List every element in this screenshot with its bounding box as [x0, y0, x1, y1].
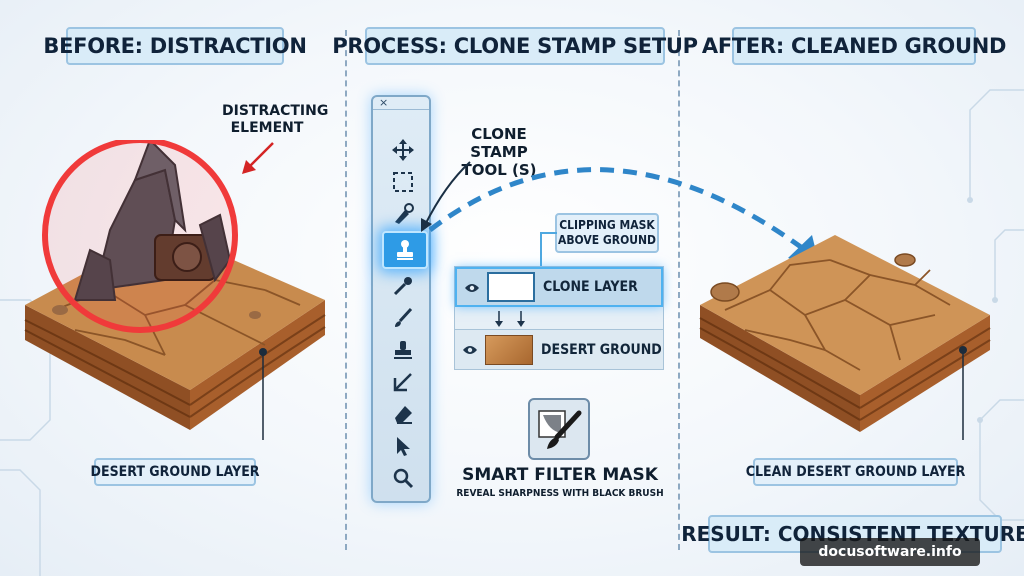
ground-layer-thumbnail: [485, 334, 533, 365]
after-ground-illustration: [699, 235, 991, 440]
zoom-tool-icon[interactable]: [388, 463, 418, 493]
pointer-tool-icon[interactable]: [388, 431, 418, 461]
layer-name: DESERT GROUND: [541, 341, 662, 358]
stamp-tool-icon[interactable]: [388, 335, 418, 365]
layer-row-clone[interactable]: CLONE LAYER: [455, 267, 663, 307]
clean-desert-ground-layer-label: CLEAN DESERT GROUND LAYER: [746, 458, 965, 486]
annotation-line-1: DISTRACTING: [222, 103, 329, 119]
tool-panel-grip[interactable]: [373, 97, 429, 110]
clone-stamp-tool-icon[interactable]: [382, 231, 428, 269]
clone-layer-thumbnail: [487, 272, 535, 302]
watermark: docusoftware.info: [800, 538, 980, 566]
smart-filter-mask-subtitle: REVEAL SHARPNESS WITH BLACK BRUSH: [456, 488, 664, 499]
header-after: AFTER: CLEANED GROUND: [702, 27, 1006, 65]
layer-row-ground[interactable]: DESERT GROUND: [455, 329, 663, 369]
clipping-mask-label: CLIPPING MASK ABOVE GROUND: [555, 213, 659, 253]
layers-panel: CLONE LAYER DESERT GROUND: [454, 266, 664, 370]
divider-left: [345, 30, 347, 550]
layer-link-arrows: [455, 309, 663, 329]
annotation-line-2: ELEMENT: [230, 120, 304, 136]
divider-right: [678, 30, 680, 550]
clone-stamp-callout: CLONE STAMP TOOL (S): [444, 125, 554, 179]
before-ground-illustration: [24, 140, 326, 440]
callout-line-2: TOOL (S): [461, 161, 537, 179]
crop-slice-tool-icon[interactable]: [388, 367, 418, 397]
healing-brush-tool-icon[interactable]: [388, 199, 418, 229]
desert-ground-layer-label: DESERT GROUND LAYER: [91, 458, 260, 486]
brush-tool-icon[interactable]: [388, 303, 418, 333]
annotation-arrow: [242, 142, 274, 174]
visibility-eye-icon[interactable]: [455, 340, 485, 359]
callout-arrow: [421, 161, 471, 232]
clip-label-line-1: CLIPPING MASK: [559, 218, 655, 232]
layer-name: CLONE LAYER: [543, 279, 638, 295]
smart-filter-mask-title: SMART FILTER MASK: [462, 465, 658, 485]
header-process: PROCESS: CLONE STAMP SETUP: [332, 27, 698, 65]
clip-label-line-2: ABOVE GROUND: [557, 233, 657, 247]
eraser-tool-icon[interactable]: [388, 399, 418, 429]
visibility-eye-icon[interactable]: [457, 278, 487, 297]
distracting-element-annotation: DISTRACTING ELEMENT: [222, 103, 329, 137]
tool-panel-close-icon[interactable]: ×: [379, 96, 389, 109]
move-tool-icon[interactable]: [388, 135, 418, 165]
callout-line-1: CLONE STAMP: [470, 125, 528, 161]
eyedropper-tool-icon[interactable]: [388, 271, 418, 301]
smart-filter-mask-icon[interactable]: [528, 398, 590, 460]
clip-bracket: [540, 232, 557, 268]
tool-panel: ×: [371, 95, 431, 503]
marquee-tool-icon[interactable]: [388, 167, 418, 197]
header-before: BEFORE: DISTRACTION: [43, 27, 307, 65]
